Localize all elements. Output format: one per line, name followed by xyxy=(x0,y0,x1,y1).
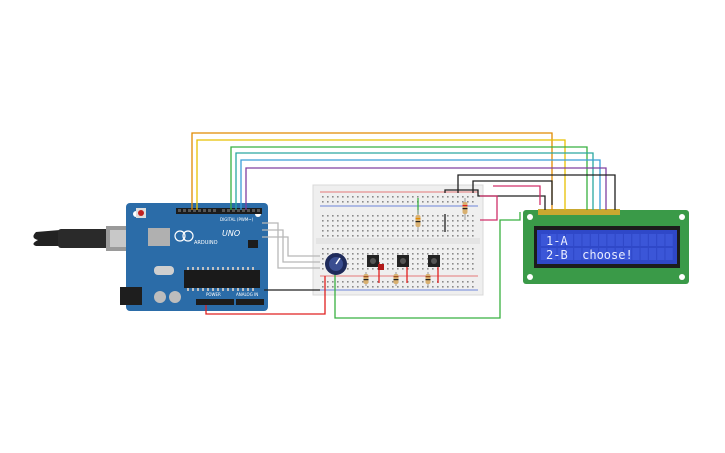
power-header xyxy=(196,299,234,305)
wires xyxy=(191,132,616,319)
resistor-3 xyxy=(425,272,431,286)
led-red xyxy=(378,264,384,270)
arduino-uno-board: DIGITAL (PWM~) ARDUINO UNO xyxy=(120,203,268,311)
wire-black-1 xyxy=(457,174,616,210)
arduino-brand: ARDUINO xyxy=(194,240,218,246)
wire-black-3 xyxy=(444,189,546,210)
lcd-pin-header xyxy=(538,209,620,215)
resistor-2 xyxy=(393,272,399,286)
wire-magenta-1 xyxy=(493,185,541,205)
power-label: POWER xyxy=(206,292,221,297)
digital-label: DIGITAL (PWM~) xyxy=(220,217,254,222)
lcd-line-2: 2-B choose! xyxy=(546,248,633,262)
analog-header xyxy=(236,299,264,305)
atmega-chip xyxy=(184,270,260,288)
arduino-model: UNO xyxy=(222,229,240,238)
digital-header xyxy=(176,208,262,214)
wire-blue xyxy=(240,159,601,210)
wire-orange xyxy=(191,132,553,210)
potentiometer xyxy=(325,253,347,275)
resistors xyxy=(363,198,468,286)
lcd-character-cells xyxy=(541,234,673,260)
push-button-3 xyxy=(428,255,440,267)
lcd-line-1: 1-A xyxy=(546,234,568,248)
lcd-16x2: 1-A 2-B choose! xyxy=(523,209,689,284)
wire-black-2 xyxy=(472,180,553,205)
usb-port xyxy=(148,228,170,246)
resistor-1 xyxy=(363,272,369,286)
wire-gray-1 xyxy=(262,222,320,269)
wire-red-power xyxy=(205,276,326,315)
wire-purple xyxy=(245,167,607,210)
breadboard-center-gap xyxy=(316,238,480,244)
wire-green-1 xyxy=(230,146,588,210)
push-button-1 xyxy=(367,255,379,267)
wire-gray-2 xyxy=(262,229,320,263)
analog-label: ANALOG IN xyxy=(236,292,258,297)
usb-cable xyxy=(33,226,136,251)
resistor-5 xyxy=(462,198,468,220)
push-button-2 xyxy=(397,255,409,267)
resistor-4 xyxy=(415,210,421,232)
wire-magenta-2 xyxy=(480,195,498,221)
wire-gray-3 xyxy=(262,236,320,257)
wire-green-2 xyxy=(334,212,521,319)
power-jack xyxy=(120,287,142,305)
wire-teal xyxy=(235,152,594,210)
